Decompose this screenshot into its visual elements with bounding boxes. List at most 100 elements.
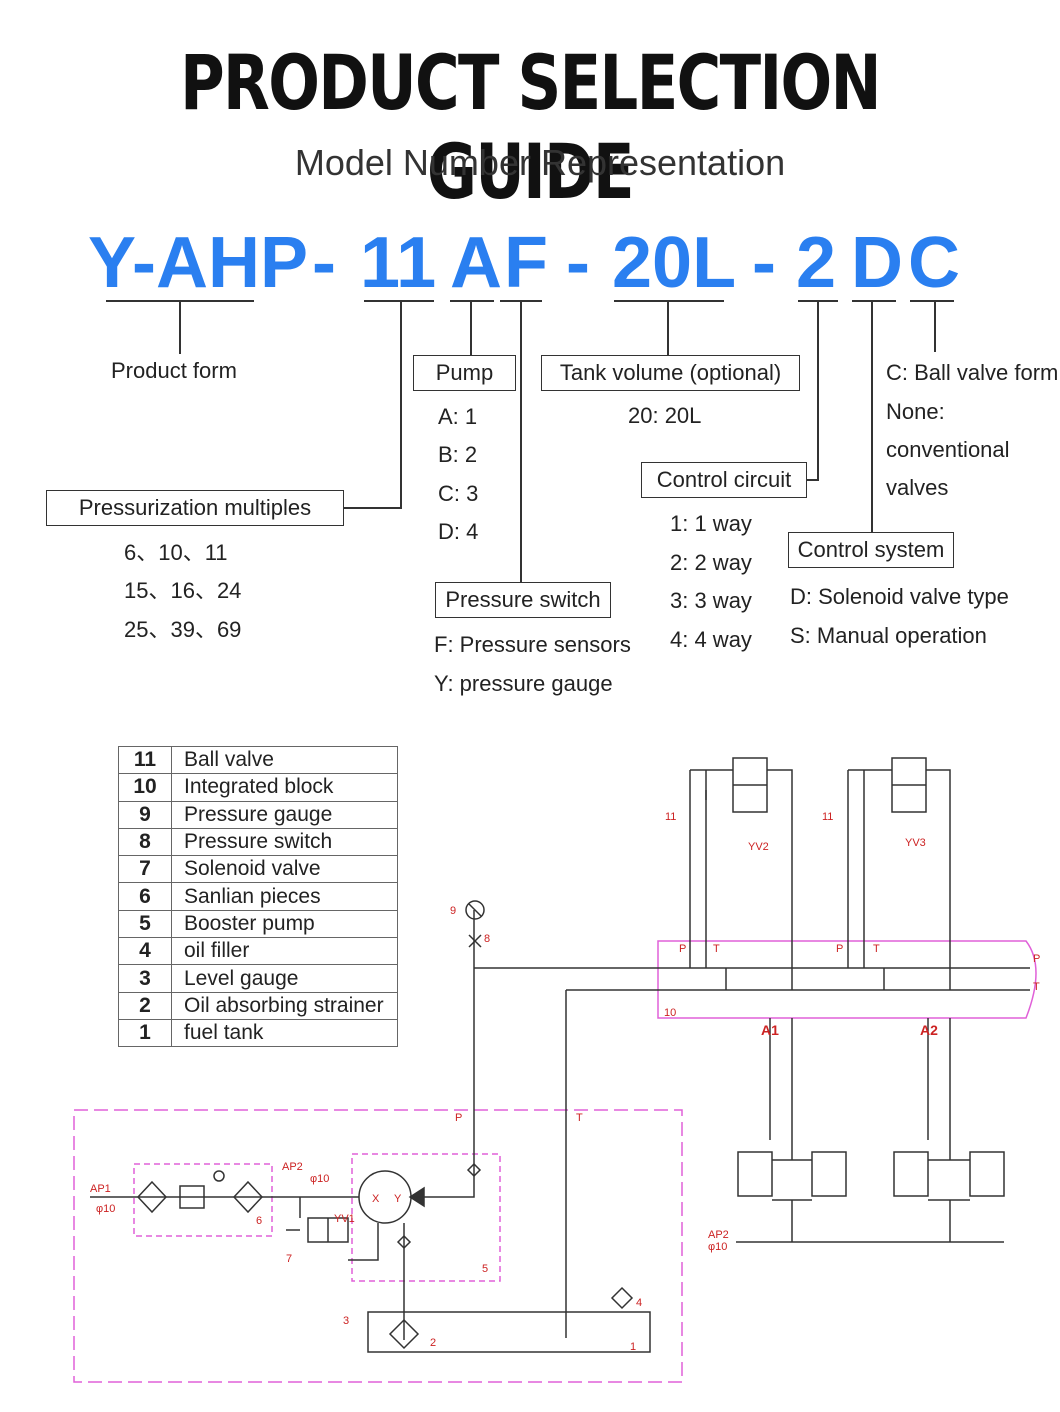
label-d10-a: φ10 <box>96 1203 115 1215</box>
part-number: 8 <box>118 827 172 857</box>
code-ball-valve: C <box>908 223 960 303</box>
label-n6: 6 <box>256 1215 262 1227</box>
label-control-circuit: Control circuit <box>641 462 807 498</box>
label-p-3: P <box>1033 953 1040 965</box>
label-n11-a: 11 <box>665 811 676 823</box>
ball-valve-line-2: None: <box>886 399 945 424</box>
label-pressurization: Pressurization multiples <box>46 490 344 526</box>
control-circuit-option-3: 3: 3 way <box>670 588 752 613</box>
part-number: 11 <box>118 745 172 775</box>
leader-ball-valve <box>934 300 936 352</box>
label-t-3: T <box>1033 981 1040 993</box>
cylinder-a2-left <box>893 1151 929 1197</box>
label-yv3: YV3 <box>905 837 926 849</box>
part-name: Booster pump <box>171 909 398 939</box>
label-n11-b: 11 <box>822 811 833 823</box>
control-system-option-s: S: Manual operation <box>790 623 987 648</box>
integrated-block-frame <box>657 940 1037 1019</box>
label-yv2: YV2 <box>748 841 769 853</box>
part-name: Ball valve <box>171 745 398 775</box>
ball-valve-line-4: valves <box>886 475 949 500</box>
oil-filler-symbol <box>610 1286 634 1310</box>
pump-option-c: C: 3 <box>438 481 479 506</box>
label-ap2-bottom: AP2 <box>708 1229 729 1241</box>
pressure-gauge-symbol <box>465 900 485 920</box>
ball-valve-line-3: conventional <box>886 437 1010 462</box>
part-number: 1 <box>118 1018 172 1048</box>
fuel-tank-symbol <box>367 1311 651 1353</box>
label-p-1: P <box>679 943 686 955</box>
filter-1 <box>136 1180 168 1214</box>
tank-volume-option: 20: 20L <box>628 403 702 428</box>
label-yv1: YV1 <box>334 1213 355 1225</box>
label-ap2-top: AP2 <box>282 1161 303 1173</box>
code-control-circuit: 2 <box>796 223 837 303</box>
label-a2: A2 <box>920 1022 938 1038</box>
label-n4: 4 <box>636 1297 642 1309</box>
code-tank-volume: 20L <box>612 223 737 303</box>
leader-tank <box>667 300 669 355</box>
code-dash-1: - <box>312 223 336 303</box>
pump-option-b: B: 2 <box>438 442 478 467</box>
label-n7: 7 <box>286 1253 292 1265</box>
label-d10-b: φ10 <box>310 1173 329 1185</box>
label-p-tank: P <box>455 1112 462 1124</box>
label-n1: 1 <box>630 1341 636 1353</box>
strainer <box>388 1318 420 1350</box>
label-p-2: P <box>836 943 843 955</box>
pressurization-option-3: 25、39、69 <box>124 617 242 642</box>
label-n2: 2 <box>430 1337 436 1349</box>
leader-circuit-h <box>806 479 819 481</box>
leader-pressure-switch <box>520 300 522 582</box>
underline-control-system <box>852 300 896 302</box>
leader-pressurization <box>400 300 402 508</box>
part-name: Oil absorbing strainer <box>171 991 398 1020</box>
hydraulic-schematic: YV2 YV3 YV1 A1 A2 P T P T P T P T AP1 φ1… <box>73 757 1040 1383</box>
code-control-system: D <box>851 223 903 303</box>
underline-pump <box>450 300 494 302</box>
pressurization-option-2: 15、16、24 <box>124 578 242 603</box>
pump-option-a: A: 1 <box>438 404 478 429</box>
pressurization-option-1: 6、10、11 <box>124 540 228 565</box>
filter-2 <box>232 1180 264 1214</box>
label-n5: 5 <box>482 1263 488 1275</box>
part-name: Integrated block <box>171 773 398 802</box>
part-number: 9 <box>118 800 172 829</box>
pump-symbol <box>358 1170 412 1224</box>
code-dash-3: - <box>752 223 776 303</box>
leader-product-form <box>179 300 181 354</box>
code-dash-2: - <box>566 223 590 303</box>
label-t-1: T <box>713 943 720 955</box>
pressure-switch-option-y: Y: pressure gauge <box>434 671 613 696</box>
label-n9: 9 <box>450 905 456 917</box>
label-pressure-switch: Pressure switch <box>435 582 611 618</box>
control-circuit-option-1: 1: 1 way <box>670 511 752 536</box>
label-t-tank: T <box>576 1112 583 1124</box>
cylinder-a1-right <box>811 1151 847 1197</box>
underline-ball-valve <box>910 300 954 302</box>
leader-pressurization-h <box>343 507 402 509</box>
code-pump: A <box>450 223 502 303</box>
ball-valve-symbol <box>468 934 482 948</box>
part-name: Level gauge <box>171 964 398 993</box>
label-n8: 8 <box>484 933 490 945</box>
code-product-form: Y-AHP <box>88 223 309 303</box>
page-title: PRODUCT SELECTION GUIDE <box>180 38 881 216</box>
control-circuit-option-4: 4: 4 way <box>670 627 752 652</box>
pressure-switch-option-f: F: Pressure sensors <box>434 632 631 657</box>
regulator <box>179 1185 205 1209</box>
label-n3: 3 <box>343 1315 349 1327</box>
label-pump: Pump <box>413 355 516 391</box>
underline-pressurization <box>364 300 434 302</box>
check-valve <box>396 1234 412 1250</box>
part-number: 6 <box>118 882 172 911</box>
sanlian-frame <box>133 1163 273 1237</box>
